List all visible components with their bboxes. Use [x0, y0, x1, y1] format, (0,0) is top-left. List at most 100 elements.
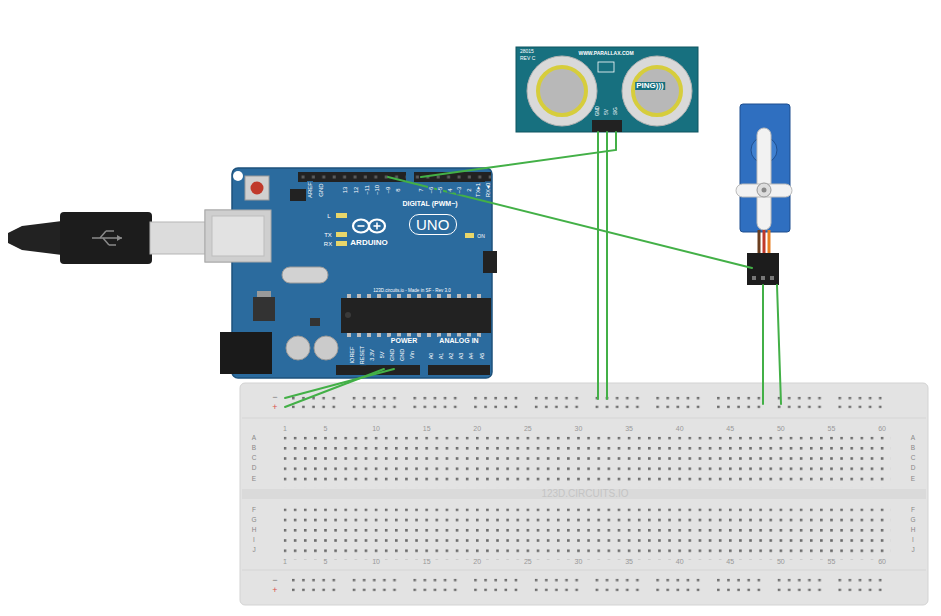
- board-label: A0: [429, 352, 435, 361]
- board-label: 2: [466, 187, 472, 192]
- arduino-board-body: [282, 267, 328, 283]
- board-label: 10: [372, 425, 380, 432]
- usb-cable: [60, 212, 152, 264]
- arduino-board-body: [205, 168, 497, 378]
- arduino-board-body: [376, 223, 378, 230]
- arduino-board-body: [286, 336, 310, 360]
- arduino-board-body: [336, 213, 347, 218]
- wire: [285, 383, 341, 398]
- board-label: I: [253, 537, 255, 544]
- arduino-board-body: [205, 210, 271, 262]
- wire: [486, 132, 616, 168]
- board-label: A5: [480, 352, 486, 361]
- board-label: L: [326, 213, 331, 219]
- servo-motor: [758, 230, 761, 254]
- servo-motor: [768, 230, 771, 254]
- board-label: ~3: [456, 186, 462, 195]
- breadboard-body: [240, 383, 928, 605]
- board-label: DIGITAL (PWM~): [401, 200, 458, 207]
- usb-cable: [100, 231, 106, 238]
- usb-cable: [109, 244, 116, 246]
- wire: [360, 369, 394, 378]
- arduino-board-body: [257, 291, 271, 297]
- board-label: 40: [676, 558, 684, 565]
- wire: [285, 383, 348, 407]
- board-label: RESET: [360, 345, 366, 365]
- board-label: ~5: [437, 186, 443, 195]
- arduino-board-body: [212, 216, 264, 256]
- board-label: 5V: [605, 108, 610, 116]
- board-label: 60: [878, 425, 886, 432]
- wire: [762, 285, 764, 404]
- board-label: B: [911, 445, 915, 452]
- board-label: GND: [390, 348, 396, 362]
- board-label: AREF: [307, 181, 313, 199]
- arduino-board-body: [336, 241, 347, 246]
- board-label: −: [272, 576, 277, 585]
- board-label: F: [252, 507, 256, 514]
- board-label: WWW.PARALLAX.COM: [577, 51, 634, 56]
- board-label: ~11: [364, 184, 370, 196]
- ping-sensor-board: 28015REV CWWW.PARALLAX.COMPING)))GND5VSI…: [516, 47, 698, 132]
- arduino-board-body: [465, 233, 474, 238]
- board-label: 45: [726, 425, 734, 432]
- board-label: ~10: [374, 184, 380, 196]
- arduino-board-body: [245, 176, 269, 200]
- board-label: 1: [283, 425, 287, 432]
- servo-motor: [763, 230, 766, 254]
- board-label: H: [911, 527, 916, 534]
- board-label: D: [252, 465, 257, 472]
- board-label: I: [912, 537, 914, 544]
- board-label: 30: [575, 425, 583, 432]
- board-label: 4: [447, 187, 453, 192]
- arduino-board-body: [345, 312, 351, 318]
- arduino-board-body: [314, 336, 338, 360]
- wire: [606, 383, 608, 399]
- board-label: 25: [524, 558, 532, 565]
- wire: [597, 383, 599, 399]
- servo-motor: [740, 104, 790, 232]
- board-label: 5: [324, 425, 328, 432]
- breadboard-body: [242, 418, 926, 419]
- servo-motor: [736, 184, 792, 197]
- board-label: TX: [323, 232, 333, 238]
- wire: [597, 132, 599, 383]
- usb-cable: [150, 222, 206, 254]
- board-label: REV C: [519, 56, 536, 61]
- wire: [341, 378, 360, 383]
- board-label: ~6: [428, 186, 434, 195]
- board-label: 5: [324, 558, 328, 565]
- usb-cable: [8, 221, 62, 255]
- arduino-board-body: [353, 220, 369, 233]
- breadboard-body: [284, 508, 891, 559]
- breadboard-body: [240, 383, 928, 605]
- board-label: A: [252, 435, 256, 442]
- board-label: 15: [423, 558, 431, 565]
- board-label: ~9: [385, 186, 391, 195]
- arduino-board-body: [369, 220, 385, 233]
- board-label: G: [910, 517, 915, 524]
- board-label: RX◂0: [485, 182, 491, 199]
- board-label: C: [252, 455, 257, 462]
- board-label: E: [911, 476, 915, 483]
- board-label: 12: [353, 186, 359, 195]
- board-label: 123D.circuits.io - Made in SF - Rev 3.0: [372, 289, 451, 294]
- ping-sensor-body: [516, 47, 698, 132]
- board-label: GND: [596, 105, 601, 117]
- board-label: +: [272, 403, 277, 412]
- board-label: J: [911, 547, 914, 554]
- arduino-board-body: [428, 365, 490, 375]
- board-label: POWER: [390, 337, 418, 344]
- board-label: ARDUINO: [349, 239, 388, 247]
- board-label: 35: [625, 425, 633, 432]
- breadboard-body: [292, 579, 882, 592]
- usb-cable: [117, 235, 122, 241]
- board-label: J: [252, 547, 255, 554]
- board-label: 10: [372, 558, 380, 565]
- usb-cable: [106, 230, 114, 232]
- usb-cable: [103, 238, 109, 245]
- breadboard-body: [242, 570, 926, 571]
- board-label: GND: [400, 348, 406, 362]
